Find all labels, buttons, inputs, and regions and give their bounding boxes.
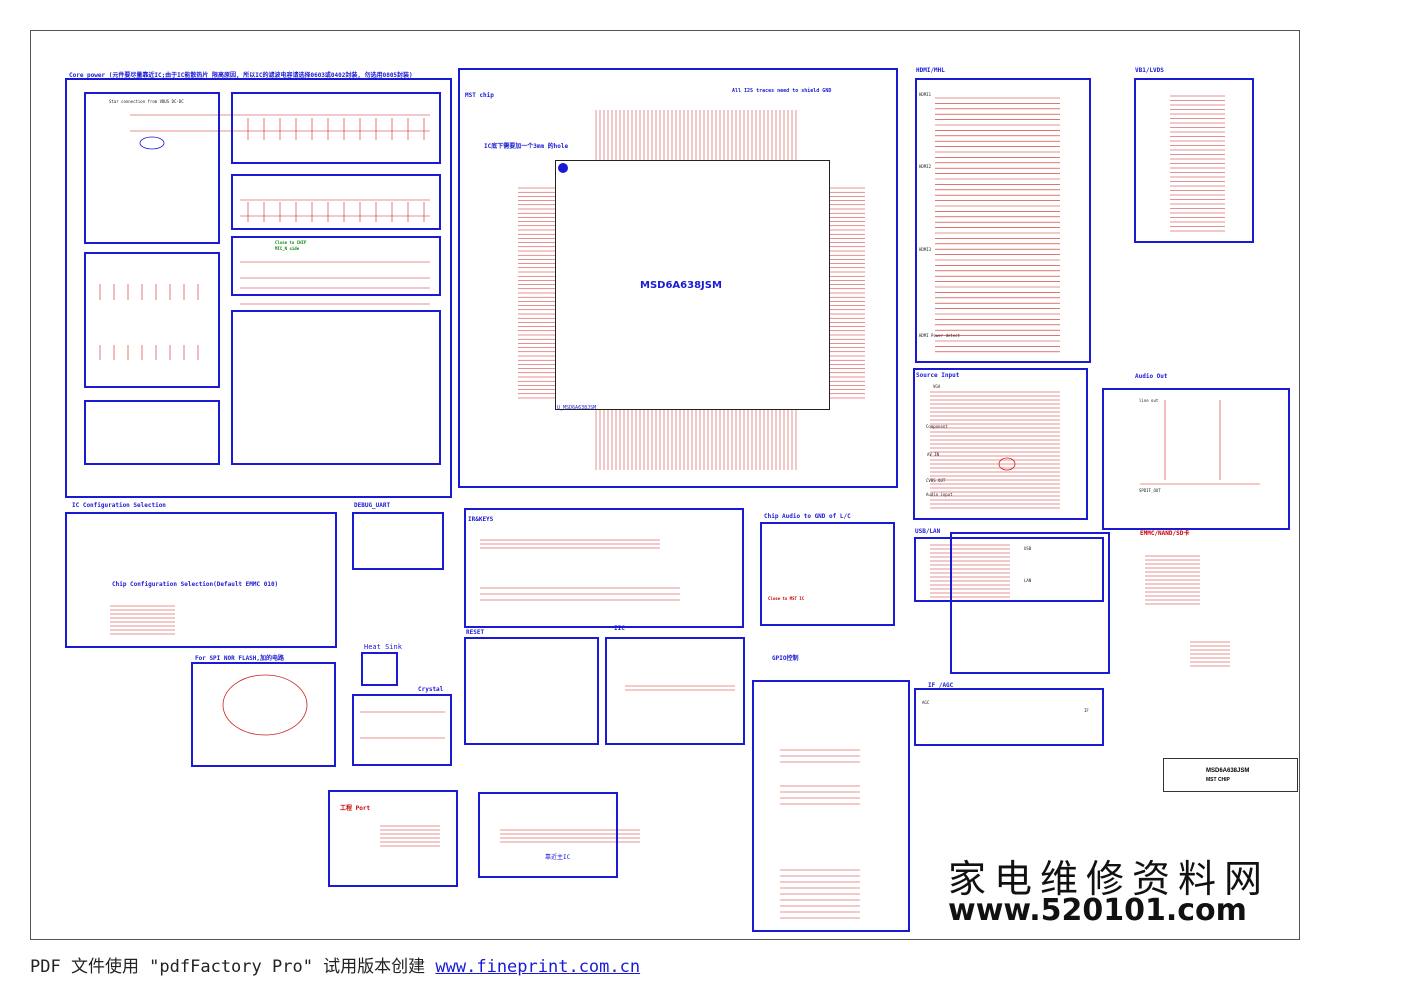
mst-chip-body xyxy=(555,160,830,410)
label-if-agc: IF /AGC xyxy=(928,682,954,689)
note-hdmi3: HDMI3 xyxy=(919,247,932,252)
label-hdmi: HDMI/MHL xyxy=(916,67,945,74)
hdmi-block xyxy=(915,78,1091,363)
note-lan: LAN xyxy=(1024,578,1032,583)
label-audio-out: Audio Out xyxy=(1135,373,1168,380)
title-block-subtitle: MST CHIP xyxy=(1206,777,1230,783)
reset-block xyxy=(464,637,599,745)
cap-sub-4 xyxy=(84,252,220,388)
audio-out-block xyxy=(1102,388,1290,530)
mst-chip-block xyxy=(458,68,898,488)
label-emmc: EMMC/NAND/SD卡 xyxy=(1140,530,1190,537)
note-vga: VGA xyxy=(933,384,941,389)
chip-audio-block xyxy=(760,522,895,626)
if-agc-block xyxy=(914,688,1104,746)
mounting-hole xyxy=(558,163,568,173)
note-spdif: SPDIF_OUT xyxy=(1139,488,1161,493)
iic-block xyxy=(605,637,745,745)
note-hdmi2: HDMI2 xyxy=(919,164,932,169)
label-mst-chip: MST chip xyxy=(465,92,494,99)
note-near-ic: Close to CHIP xyxy=(275,240,307,245)
note-cvbs-out: CVBS OUT xyxy=(926,478,946,483)
footer-text: PDF 文件使用 "pdfFactory Pro" 试用版本创建 xyxy=(30,957,436,977)
cap-sub-2 xyxy=(231,174,441,230)
label-gpio: GPIO控制 xyxy=(772,655,799,662)
vb1-block xyxy=(1134,78,1254,243)
label-iic: IIC xyxy=(614,625,625,632)
note-star: Star connection from VBUS DC-DC xyxy=(109,99,184,104)
label-heatsink: Heat Sink xyxy=(364,643,402,651)
label-chip-config: Chip Configuration Selection(Default EMM… xyxy=(112,581,279,588)
sheet-border xyxy=(30,30,1300,940)
note-hdmi-pw: HDMI Power detect xyxy=(919,333,960,338)
label-debug: DEBUG_UART xyxy=(354,502,391,509)
crystal-block xyxy=(352,694,452,766)
note-component: Component xyxy=(926,424,948,429)
usb-lan-block xyxy=(914,537,1104,602)
cap-sub-5 xyxy=(231,310,441,465)
emmc-block xyxy=(950,532,1110,674)
gpio-block xyxy=(752,680,910,932)
note-hdmi1: HDMI1 xyxy=(919,92,932,97)
label-reset: RESET xyxy=(466,629,485,636)
main-ic-block xyxy=(478,792,618,878)
star-conn-sub xyxy=(84,92,220,244)
note-mic: MIC_N side xyxy=(275,246,300,251)
ir-keys-block xyxy=(464,508,744,628)
label-ir: IR&KEYS xyxy=(468,516,494,523)
cap-sub-6 xyxy=(84,400,220,465)
pdf-footer: PDF 文件使用 "pdfFactory Pro" 试用版本创建 www.fin… xyxy=(30,952,640,977)
label-ic-config: IC Configuration Selection xyxy=(72,502,166,509)
factory-port-block xyxy=(328,790,458,887)
label-spi: For SPI NOR FLASH,加的电路 xyxy=(195,655,285,662)
watermark-url: www.520101.com xyxy=(948,893,1247,928)
note-audio-in: Audio input xyxy=(926,492,953,497)
note-usb: USB xyxy=(1024,546,1032,551)
chip-name: MSD6A638JSM xyxy=(640,280,722,291)
label-hole: IC底下需要加一个3mm 的hole xyxy=(484,143,569,150)
label-main-ic: 靠近主IC xyxy=(545,854,571,861)
note-if: IF xyxy=(1084,708,1089,713)
ic-config-block xyxy=(65,512,337,648)
note-av-in: AV IN xyxy=(927,452,940,457)
label-source-input: Source Input xyxy=(916,372,960,379)
note-line-out: line out xyxy=(1139,398,1159,403)
label-crystal: Crystal xyxy=(418,686,444,693)
cap-sub-1 xyxy=(231,92,441,164)
label-chip-audio: Chip Audio to GND of L/C xyxy=(764,513,851,520)
label-vb1: VB1/LVDS xyxy=(1135,67,1164,74)
source-input-block xyxy=(913,368,1088,520)
cap-sub-3 xyxy=(231,236,441,296)
label-usb-lan: USB/LAN xyxy=(915,528,941,535)
spi-block xyxy=(191,662,336,767)
debug-uart-block xyxy=(352,512,444,570)
label-i2s: All I2S traces need to shield GND xyxy=(732,88,832,94)
title-block-title: MSD6A638JSM xyxy=(1206,768,1250,774)
label-factory: 工程 Port xyxy=(340,805,371,812)
title-block: MSD6A638JSM MST CHIP xyxy=(1163,758,1298,792)
label-core-power: Core power (元件要尽量靠近IC;由于IC能散热片 限高原因, 所以I… xyxy=(69,72,413,79)
footer-link[interactable]: www.fineprint.com.cn xyxy=(435,957,641,977)
core-power-block xyxy=(65,78,452,498)
note-close-mst: Close to MST IC xyxy=(768,596,805,601)
heatsink-block xyxy=(361,652,398,686)
chip-partref: U_MSD6A638JSM xyxy=(557,405,597,411)
note-agc: AGC xyxy=(922,700,930,705)
watermark-cn: 家电维修资料网 xyxy=(948,857,1271,901)
